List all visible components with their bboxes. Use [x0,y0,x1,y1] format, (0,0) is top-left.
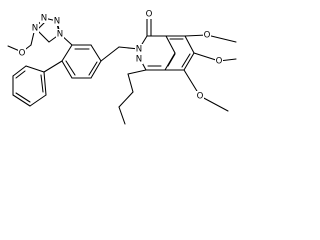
butyl-bond [127,73,134,93]
label-background [145,9,153,19]
phenyl-inner-bond [15,92,31,103]
phenyl-bond [43,71,47,96]
fused-ring-inner-bond [167,53,176,67]
methoxy-bond [199,95,229,112]
bond-layer [7,17,237,125]
label-background [31,23,39,33]
label-background [18,48,26,58]
butyl-bond [118,91,134,108]
label-background [53,16,61,26]
quinazolinone-n3-label: N [136,45,142,55]
quinazolinone-n1-label: N [136,55,142,65]
butyl-bond [127,69,147,75]
methoxy-bond [193,52,220,62]
label-background [40,13,48,23]
tetrazole-n3-label: N [54,17,60,27]
chemical-structure: N N N N O N N O O O O [0,0,250,132]
tetrazole-n2-label: N [41,14,47,24]
tetrazole-n4-label: N [57,30,63,40]
methoxy-oxygen-label: O [197,92,204,102]
aryl-inner-bond [88,61,98,76]
phenyl-bond [25,65,45,73]
tetrazole-n1-label: N [32,24,38,34]
fused-ring-bond [184,35,195,54]
phenyl-inner-bond [15,70,26,79]
aryl-bond [90,44,102,62]
methoxy-bond [206,34,237,43]
aryl-bond [90,60,102,79]
label-background [135,54,143,64]
methoxy-oxygen-label: O [216,57,223,67]
fused-ring-inner-bond [181,53,191,68]
phenyl-bond [29,94,47,107]
phenyl-bond [12,65,27,77]
phenyl-bond [12,94,31,107]
label-background [196,91,204,101]
butyl-bond [118,106,126,125]
carbonyl-oxygen-label: O [146,10,153,20]
methoxy-oxygen-label: O [204,31,211,41]
aryl-bond [61,60,73,79]
label-background [135,44,143,54]
ether-oxygen-label: O [19,49,26,59]
fused-ring-bond [183,52,195,71]
aryl-bond [61,44,73,62]
quinazolinone-bond [165,35,176,54]
phenyl-inner-bond [40,74,44,93]
biphenyl-bond [43,60,63,73]
aryl-inner-bond [65,60,76,76]
atom-label-layer: N N N N O N N O O O O [18,9,223,102]
label-background [215,56,223,66]
molecule-drawing: N N N N O N N O O O O [7,9,237,125]
label-background [56,29,64,39]
benzyl-bond [100,46,120,62]
label-background [203,30,211,40]
